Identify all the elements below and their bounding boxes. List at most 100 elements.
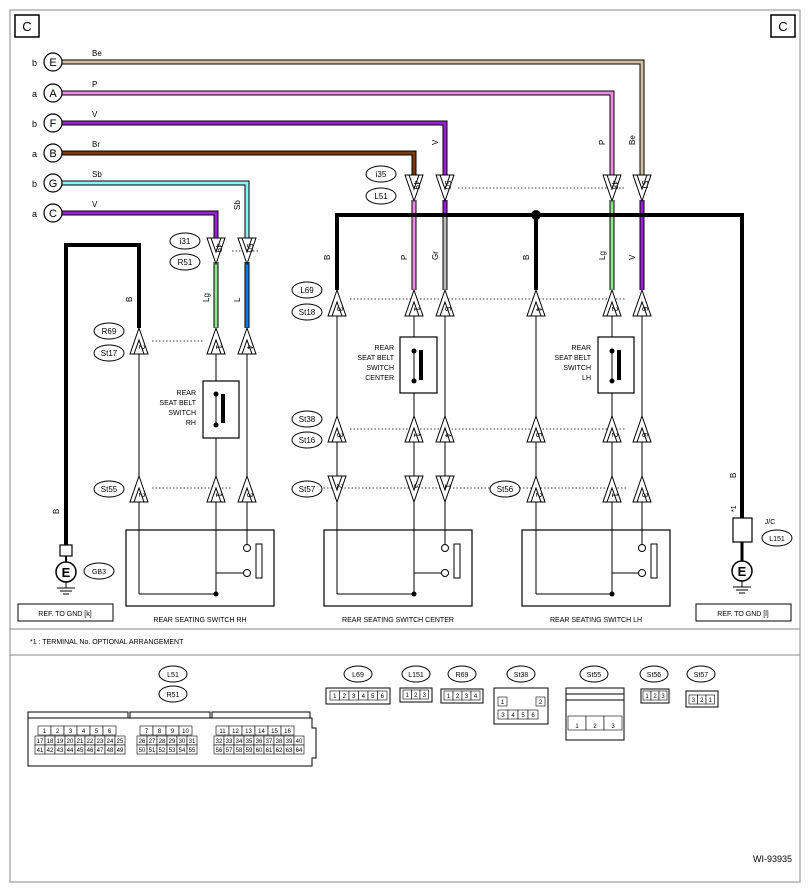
- outer-border: [9, 9, 801, 883]
- svg-text:1: 1: [501, 700, 505, 706]
- switch-lh-label-4: LH: [582, 375, 591, 382]
- connector-tag-st57: St57: [291, 480, 323, 498]
- svg-text:1: 1: [645, 694, 649, 700]
- switch-center-label-4: CENTER: [365, 375, 394, 382]
- svg-text:54: 54: [179, 748, 186, 754]
- svg-text:20: 20: [67, 739, 74, 745]
- connector-tag-text: St57: [299, 485, 316, 494]
- svg-text:15: 15: [271, 729, 278, 735]
- face-pin: 1: [497, 696, 508, 707]
- connector-tag-st18: St18: [291, 303, 323, 321]
- svg-text:50: 50: [139, 748, 146, 754]
- face-pin: 36: [253, 735, 265, 746]
- face-pin: 10: [178, 725, 193, 736]
- connector-tag-r51: R51: [169, 253, 201, 271]
- svg-text:60: 60: [256, 748, 263, 754]
- svg-text:43: 43: [57, 748, 64, 754]
- svg-text:21: 21: [77, 739, 84, 745]
- face-label-st57: St57: [694, 672, 709, 679]
- switch-rh-label-1: REAR: [177, 390, 196, 397]
- terminal-pin-number: 49: [214, 244, 223, 253]
- svg-text:28: 28: [159, 739, 166, 745]
- wire-label-sb: Sb: [92, 170, 102, 179]
- seat-belt-switch-lh: REAR SEAT BELT SWITCH LH: [554, 336, 635, 394]
- face-pin: 44: [64, 744, 76, 755]
- terminal-pin: 4: [435, 414, 455, 443]
- terminal-pin-number: 50: [245, 244, 254, 253]
- svg-text:6: 6: [531, 713, 535, 719]
- terminal-pin-number: 2: [137, 493, 146, 498]
- face-label-l69: L69: [352, 672, 364, 679]
- terminal-pin-number: 3: [640, 493, 649, 498]
- svg-text:3: 3: [69, 729, 73, 735]
- face-pin: 1: [37, 725, 52, 736]
- wire-label-br: Br: [92, 140, 100, 149]
- face-pin: 25: [114, 735, 126, 746]
- ground-right: E J/C L151 *1 REF. TO GND [l]: [695, 505, 793, 622]
- svg-text:2: 2: [593, 724, 597, 730]
- svg-text:14: 14: [258, 729, 265, 735]
- svg-text:26: 26: [139, 739, 146, 745]
- svg-text:58: 58: [236, 748, 243, 754]
- connector-tag-text: St56: [497, 485, 514, 494]
- svg-text:17: 17: [37, 739, 44, 745]
- face-pin: 26: [136, 735, 148, 746]
- connector-tag-l51: L51: [365, 187, 397, 205]
- face-pin: 2: [411, 689, 421, 700]
- terminal-pin: 3: [237, 474, 257, 503]
- svg-text:30: 30: [179, 739, 186, 745]
- face-pin: 2: [535, 696, 546, 707]
- face-pin: 52: [156, 744, 168, 755]
- wire-be: [62, 60, 644, 175]
- terminal-pin-number: 1: [412, 307, 421, 312]
- terminal-pin: 2: [526, 474, 546, 503]
- switch-center-label-3: SWITCH: [366, 365, 394, 372]
- terminal-pin: 2: [327, 475, 347, 504]
- svg-text:E: E: [49, 57, 56, 69]
- svg-text:40: 40: [296, 739, 303, 745]
- face-pin: 3: [419, 689, 429, 700]
- svg-text:13: 13: [245, 729, 252, 735]
- terminal-pin: 1: [602, 474, 622, 503]
- face-pin: 16: [280, 725, 295, 736]
- terminal-pin: 3: [404, 475, 424, 504]
- face-pin: 40: [293, 735, 305, 746]
- terminal-pin-number: 2: [534, 493, 543, 498]
- seating-switch-rh: REAR SEATING SWITCH RH: [125, 529, 275, 624]
- svg-text:a: a: [32, 209, 37, 219]
- connector-tag-text: St18: [299, 308, 316, 317]
- face-pin: 19: [54, 735, 66, 746]
- connector-tag-i31: i31: [169, 232, 201, 250]
- face-pin: 3: [348, 690, 359, 701]
- wire-p: [62, 91, 614, 175]
- face-pin: 57: [223, 744, 235, 755]
- face-pin: 1: [705, 694, 715, 705]
- wire-label-v2: V: [92, 200, 98, 209]
- terminal-pin: 49: [206, 237, 226, 266]
- wire-be-outline: [62, 59, 645, 175]
- face-pin: 3: [63, 725, 78, 736]
- svg-text:22: 22: [87, 739, 94, 745]
- terminal-pin-number: 6: [640, 307, 649, 312]
- wire-label-v-vert: V: [431, 139, 440, 145]
- svg-text:2: 2: [653, 694, 657, 700]
- wire-label-be: Be: [92, 49, 102, 58]
- seating-switch-center-name: REAR SEATING SWITCH CENTER: [342, 617, 454, 624]
- terminal-pin: 1: [206, 326, 226, 355]
- svg-text:46: 46: [87, 748, 94, 754]
- svg-text:5: 5: [95, 729, 99, 735]
- face-pin: 30: [176, 735, 188, 746]
- thin-wires: [138, 316, 643, 595]
- wire-label-lg-rh: Lg: [202, 293, 211, 302]
- svg-text:1: 1: [333, 694, 337, 700]
- face-pin: 4: [507, 709, 519, 720]
- svg-text:3: 3: [501, 713, 505, 719]
- face-pin: 2: [650, 690, 660, 701]
